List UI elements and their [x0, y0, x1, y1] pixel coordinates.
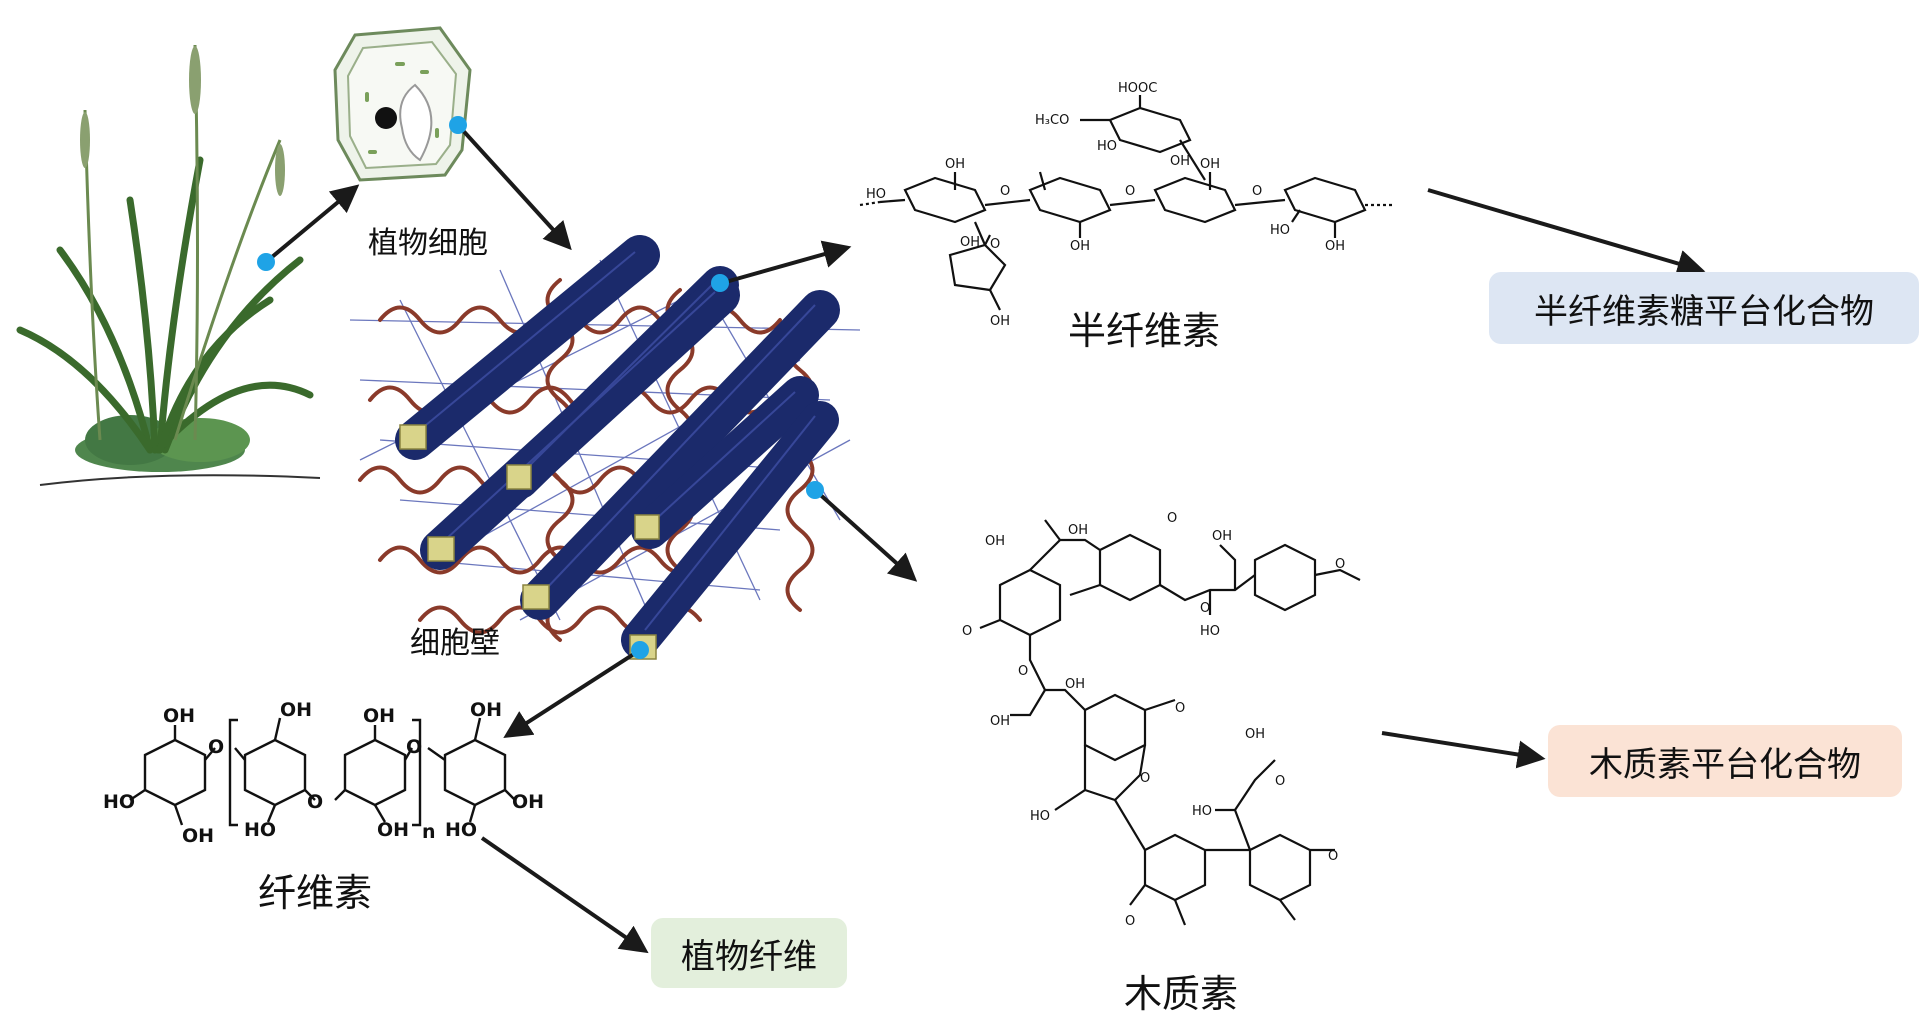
lignin-platform-tag: 木质素平台化合物: [1548, 725, 1902, 797]
hemicellulose-label: 半纤维素: [1068, 309, 1221, 353]
arrow-wall-to-cellulose: [503, 648, 642, 739]
arrow-cell-to-wall: [456, 123, 572, 251]
lignin-atom-labels: OH OH O O HO OH O O O OH OH O O HO HO OH…: [962, 511, 1345, 929]
svg-text:O: O: [1000, 184, 1010, 199]
svg-text:O: O: [962, 624, 972, 639]
svg-text:HO: HO: [103, 791, 135, 813]
hemicellulose-atom-labels: HO OH O OH O OH O HO OH HOOC H₃CO HO OH …: [866, 81, 1345, 329]
svg-text:HO: HO: [1030, 809, 1050, 824]
arrow-cellulose-to-fiber: [480, 836, 649, 954]
cellulose-atom-labels: OH O HO OH OH HO O OH OH n O OH HO OH: [103, 699, 544, 847]
grass-plant-icon: [16, 44, 321, 486]
svg-text:OH: OH: [1212, 529, 1232, 544]
svg-text:HO: HO: [866, 187, 886, 202]
arrow-wall-to-hemicellulose: [721, 240, 852, 285]
svg-text:OH: OH: [470, 699, 502, 721]
svg-text:O: O: [1335, 557, 1345, 572]
svg-text:O: O: [990, 237, 1000, 252]
svg-text:HO: HO: [1097, 139, 1117, 154]
svg-text:OH: OH: [1068, 523, 1088, 538]
arrow-plant-to-cell: [264, 184, 360, 264]
svg-text:HO: HO: [244, 819, 276, 841]
svg-text:OH: OH: [990, 714, 1010, 729]
svg-text:O: O: [406, 736, 422, 758]
svg-text:OH: OH: [280, 699, 312, 721]
cellulose-label: 纤维素: [258, 871, 373, 915]
svg-text:HO: HO: [1192, 804, 1212, 819]
svg-text:OH: OH: [363, 705, 395, 727]
lignin-structure: [979, 519, 1361, 926]
svg-text:n: n: [422, 821, 436, 843]
svg-text:O: O: [1200, 601, 1210, 616]
svg-text:H₃CO: H₃CO: [1035, 113, 1069, 128]
svg-text:O: O: [1140, 771, 1150, 786]
arrow-hemi-to-platform: [1427, 188, 1706, 278]
svg-text:OH: OH: [945, 157, 965, 172]
svg-text:OH: OH: [1200, 157, 1220, 172]
svg-text:HO: HO: [1270, 223, 1290, 238]
cell-wall-icon: [349, 235, 861, 660]
svg-text:OH: OH: [1065, 677, 1085, 692]
hemicellulose-platform-tag: 半纤维素糖平台化合物: [1489, 272, 1919, 344]
svg-text:HO: HO: [1200, 624, 1220, 639]
plant-cell-icon: [333, 26, 472, 182]
svg-text:OH: OH: [377, 819, 409, 841]
svg-text:OH: OH: [985, 534, 1005, 549]
svg-text:OH: OH: [1170, 154, 1190, 169]
svg-text:O: O: [1018, 664, 1028, 679]
flow-arrows: [264, 123, 1706, 954]
cell-wall-label: 细胞壁: [410, 626, 500, 661]
marker-dots: [257, 116, 824, 659]
svg-text:O: O: [1175, 701, 1185, 716]
svg-text:O: O: [1252, 184, 1262, 199]
svg-text:OH: OH: [990, 314, 1010, 329]
svg-text:OH: OH: [960, 235, 980, 250]
svg-text:OH: OH: [163, 705, 195, 727]
lignin-label: 木质素: [1124, 972, 1239, 1016]
svg-text:HO: HO: [445, 819, 477, 841]
cellulose-structure: [129, 717, 516, 827]
svg-text:OH: OH: [182, 825, 214, 847]
plant-cell-label: 植物细胞: [368, 226, 488, 261]
svg-text:O: O: [1328, 849, 1338, 864]
svg-text:OH: OH: [1325, 239, 1345, 254]
svg-text:O: O: [1167, 511, 1177, 526]
arrow-wall-to-lignin: [813, 488, 918, 582]
svg-text:OH: OH: [512, 791, 544, 813]
svg-text:O: O: [208, 736, 224, 758]
arrow-lignin-to-platform: [1381, 731, 1546, 769]
hemicellulose-structure: [859, 95, 1392, 311]
svg-text:O: O: [1275, 774, 1285, 789]
svg-text:O: O: [307, 791, 323, 813]
svg-text:OH: OH: [1245, 727, 1265, 742]
svg-text:O: O: [1125, 184, 1135, 199]
plant-fiber-tag: 植物纤维: [651, 918, 847, 988]
svg-text:HOOC: HOOC: [1118, 81, 1157, 96]
svg-text:OH: OH: [1070, 239, 1090, 254]
svg-text:O: O: [1125, 914, 1135, 929]
